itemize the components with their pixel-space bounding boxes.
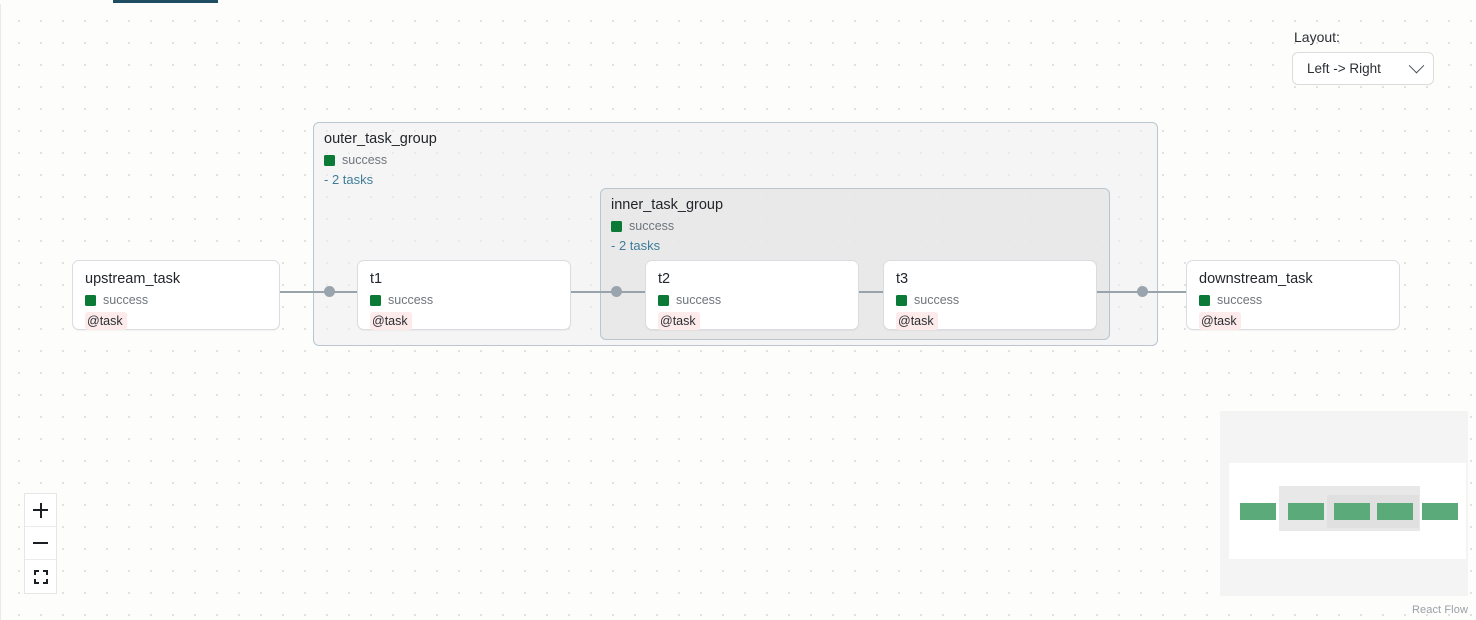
zoom-in-button[interactable] bbox=[25, 494, 56, 527]
status-swatch-icon bbox=[1199, 294, 1210, 306]
task-node-operator: @task bbox=[85, 312, 127, 330]
edge-handle-t1-t2[interactable] bbox=[611, 286, 622, 297]
status-swatch-icon bbox=[324, 154, 335, 166]
layout-selected-value: Left -> Right bbox=[1307, 61, 1381, 76]
chevron-down-icon bbox=[1408, 57, 1425, 74]
task-group-outer-status-text: success bbox=[342, 153, 388, 167]
task-node-status-text: success bbox=[388, 293, 434, 307]
task-group-inner-status: success bbox=[611, 218, 851, 234]
status-swatch-icon bbox=[370, 294, 381, 306]
task-node-title: upstream_task bbox=[85, 271, 181, 287]
task-node-upstream-task[interactable]: upstream_task success @task bbox=[72, 260, 280, 330]
task-group-outer-status: success bbox=[324, 152, 564, 168]
tab-strip bbox=[0, 0, 1476, 4]
edge-handle-t3-downstream[interactable] bbox=[1137, 286, 1148, 297]
edge-t2-to-t3 bbox=[859, 291, 884, 293]
task-node-t1[interactable]: t1 success @task bbox=[357, 260, 571, 330]
task-node-title: t1 bbox=[370, 271, 383, 287]
edge-handle-upstream-t1[interactable] bbox=[324, 286, 335, 297]
task-node-operator: @task bbox=[370, 312, 412, 330]
task-node-status-text: success bbox=[1217, 293, 1263, 307]
layout-panel: Layout: Left -> Right bbox=[1292, 28, 1434, 85]
minimap-node bbox=[1422, 503, 1458, 520]
task-node-title: downstream_task bbox=[1199, 271, 1313, 287]
flow-canvas[interactable]: outer_task_group success - 2 tasks inner… bbox=[0, 4, 1476, 620]
plus-icon bbox=[33, 502, 48, 518]
task-group-outer-header: outer_task_group success - 2 tasks bbox=[324, 130, 564, 188]
task-group-inner-task-count[interactable]: - 2 tasks bbox=[611, 238, 661, 253]
status-swatch-icon bbox=[85, 294, 96, 306]
minus-icon bbox=[33, 536, 48, 551]
task-group-inner-header: inner_task_group success - 2 tasks bbox=[611, 196, 851, 254]
task-node-operator: @task bbox=[1199, 312, 1241, 330]
task-node-downstream-task[interactable]: downstream_task success @task bbox=[1186, 260, 1400, 330]
fit-view-button[interactable] bbox=[25, 560, 56, 593]
minimap-viewport[interactable] bbox=[1229, 463, 1466, 559]
minimap-node bbox=[1288, 503, 1324, 520]
zoom-controls bbox=[24, 493, 57, 594]
task-node-status: success bbox=[658, 292, 846, 308]
minimap-node bbox=[1377, 503, 1413, 520]
task-group-inner-status-text: success bbox=[629, 219, 675, 233]
minimap-node bbox=[1334, 503, 1370, 520]
task-node-status-text: success bbox=[676, 293, 722, 307]
task-node-status: success bbox=[370, 292, 558, 308]
active-tab-indicator[interactable] bbox=[113, 0, 218, 3]
minimap-node bbox=[1240, 503, 1276, 520]
status-swatch-icon bbox=[611, 220, 622, 232]
task-group-inner-title: inner_task_group bbox=[611, 197, 724, 213]
task-node-title: t3 bbox=[896, 271, 909, 287]
task-group-outer-task-count[interactable]: - 2 tasks bbox=[324, 172, 374, 187]
edge-upstream-to-t1 bbox=[280, 291, 358, 293]
react-flow-attribution[interactable]: React Flow bbox=[1411, 604, 1468, 616]
canvas-left-border bbox=[0, 4, 1, 620]
task-node-operator: @task bbox=[658, 312, 700, 330]
status-swatch-icon bbox=[896, 294, 907, 306]
task-group-outer-title: outer_task_group bbox=[324, 131, 437, 147]
minimap[interactable] bbox=[1220, 411, 1468, 596]
task-node-t2[interactable]: t2 success @task bbox=[645, 260, 859, 330]
status-swatch-icon bbox=[658, 294, 669, 306]
task-node-status: success bbox=[1199, 292, 1387, 308]
layout-label: Layout: bbox=[1294, 29, 1340, 45]
fit-view-icon bbox=[33, 569, 48, 584]
task-node-status: success bbox=[896, 292, 1084, 308]
task-node-title: t2 bbox=[658, 271, 671, 287]
task-node-status: success bbox=[85, 292, 267, 308]
task-node-status-text: success bbox=[103, 293, 149, 307]
task-node-operator: @task bbox=[896, 312, 938, 330]
task-node-t3[interactable]: t3 success @task bbox=[883, 260, 1097, 330]
layout-direction-select[interactable]: Left -> Right bbox=[1292, 52, 1434, 85]
zoom-out-button[interactable] bbox=[25, 527, 56, 560]
edge-t1-to-t2 bbox=[571, 291, 646, 293]
task-node-status-text: success bbox=[914, 293, 960, 307]
